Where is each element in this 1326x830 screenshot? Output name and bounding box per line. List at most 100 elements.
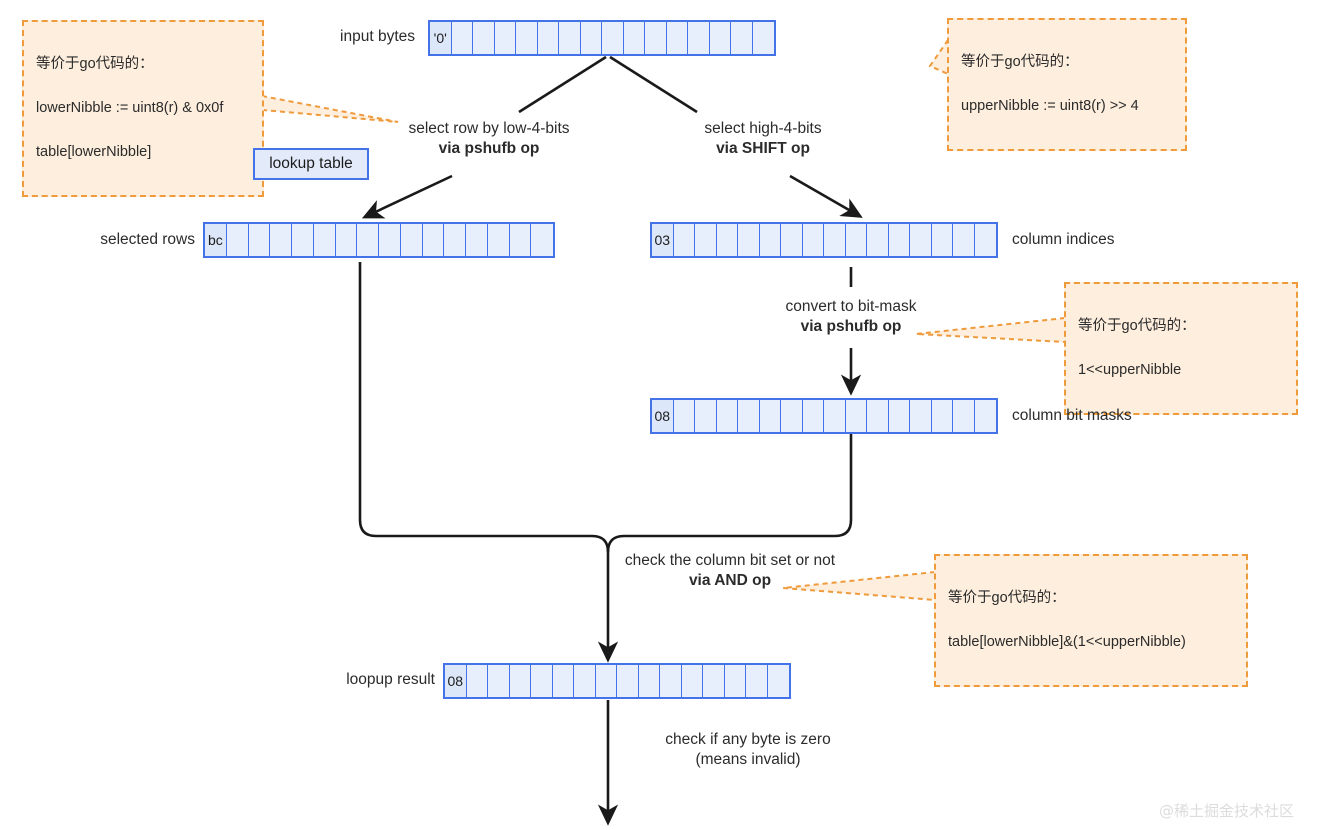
byte-cell bbox=[681, 665, 703, 697]
byte-cell bbox=[466, 665, 488, 697]
byte-cell bbox=[509, 224, 532, 256]
byte-cell bbox=[400, 224, 423, 256]
byte-cell bbox=[910, 224, 932, 256]
step-convert-bitmask-line2: via pshufb op bbox=[800, 318, 902, 335]
byte-cell bbox=[695, 400, 717, 432]
byte-cell bbox=[451, 22, 473, 54]
byte-cell bbox=[248, 224, 271, 256]
byte-cell bbox=[638, 665, 660, 697]
byte-cell bbox=[617, 665, 639, 697]
lookup-table-label: lookup table bbox=[269, 155, 353, 172]
step-check-bit: check the column bit set or not via AND … bbox=[615, 551, 845, 591]
byte-cell bbox=[516, 22, 538, 54]
byte-cell bbox=[767, 665, 789, 697]
byte-cell bbox=[673, 400, 695, 432]
byte-cell bbox=[695, 224, 717, 256]
byte-cell bbox=[357, 224, 379, 256]
byte-cell bbox=[802, 400, 824, 432]
byte-cell bbox=[716, 224, 738, 256]
byte-cell bbox=[688, 22, 710, 54]
step-select-low: select row by low-4-bits via pshufb op bbox=[378, 119, 600, 159]
callout-and-op-line1: 等价于go代码的： bbox=[948, 590, 1066, 606]
loopup-result-label: loopup result bbox=[346, 671, 435, 688]
byte-cell bbox=[910, 400, 932, 432]
byte-cell bbox=[595, 665, 617, 697]
byte-cell bbox=[531, 224, 553, 256]
step-select-high-line2: via SHIFT op bbox=[716, 140, 810, 157]
byte-cell bbox=[552, 665, 574, 697]
byte-cell bbox=[953, 224, 975, 256]
byte-cell-0: 03 bbox=[652, 224, 674, 256]
byte-cell bbox=[422, 224, 445, 256]
byte-cell bbox=[673, 224, 695, 256]
callout-shift-one: 等价于go代码的： 1<<upperNibble bbox=[1064, 282, 1298, 415]
loopup-result-strip: 08 bbox=[443, 663, 791, 699]
byte-cell bbox=[559, 22, 581, 54]
byte-cell bbox=[888, 400, 910, 432]
selected-rows-label: selected rows bbox=[100, 231, 195, 248]
byte-cell bbox=[953, 400, 975, 432]
byte-cell bbox=[802, 224, 824, 256]
step-check-zero-line2: (means invalid) bbox=[695, 751, 801, 768]
byte-cell bbox=[746, 665, 768, 697]
callout-and-op: 等价于go代码的： table[lowerNibble]&(1<<upperNi… bbox=[934, 554, 1248, 687]
byte-cell bbox=[574, 665, 596, 697]
byte-cell bbox=[931, 400, 953, 432]
byte-cell bbox=[703, 665, 725, 697]
callout-upper-nibble: 等价于go代码的： upperNibble := uint8(r) >> 4 bbox=[947, 18, 1187, 151]
step-select-high: select high-4-bits via SHIFT op bbox=[657, 119, 869, 159]
byte-cell bbox=[867, 400, 889, 432]
lookup-table-box: lookup table bbox=[253, 148, 369, 180]
step-select-low-line1: select row by low-4-bits bbox=[408, 120, 570, 137]
byte-cell bbox=[974, 224, 996, 256]
column-indices-strip: 03 bbox=[650, 222, 998, 258]
byte-cell bbox=[724, 665, 746, 697]
callout-shift-one-line2: 1<<upperNibble bbox=[1078, 362, 1182, 378]
byte-cell bbox=[759, 400, 781, 432]
byte-cell bbox=[759, 224, 781, 256]
byte-cell bbox=[888, 224, 910, 256]
step-convert-bitmask: convert to bit-mask via pshufb op bbox=[742, 297, 960, 337]
step-select-high-line1: select high-4-bits bbox=[704, 120, 822, 137]
step-check-bit-line2: via AND op bbox=[688, 572, 772, 589]
byte-cell bbox=[487, 224, 510, 256]
input-bytes-label: input bytes bbox=[340, 28, 415, 45]
byte-cell bbox=[580, 22, 602, 54]
byte-cell bbox=[226, 224, 249, 256]
column-bit-masks-label: column bit masks bbox=[1012, 407, 1132, 424]
watermark: @稀土掘金技术社区 bbox=[1159, 802, 1295, 820]
byte-cell bbox=[752, 22, 774, 54]
byte-cell bbox=[466, 224, 488, 256]
callout-and-op-line2: table[lowerNibble]&(1<<upperNibble) bbox=[948, 634, 1186, 650]
byte-cell bbox=[379, 224, 401, 256]
byte-cell-0: 08 bbox=[445, 665, 467, 697]
callout-shift-one-line1: 等价于go代码的： bbox=[1078, 318, 1196, 334]
byte-cell bbox=[531, 665, 553, 697]
byte-cell-0: bc bbox=[205, 224, 227, 256]
byte-cell bbox=[781, 400, 803, 432]
byte-cell bbox=[509, 665, 531, 697]
byte-cell bbox=[473, 22, 495, 54]
step-check-bit-line1: check the column bit set or not bbox=[624, 552, 836, 569]
byte-cell bbox=[488, 665, 510, 697]
byte-cell bbox=[824, 400, 846, 432]
callout-lower-nibble-line1: 等价于go代码的： bbox=[36, 56, 154, 72]
column-bit-masks-strip: 08 bbox=[650, 398, 998, 434]
callout-lower-nibble-line3: table[lowerNibble] bbox=[36, 144, 152, 160]
byte-cell bbox=[313, 224, 336, 256]
byte-cell bbox=[931, 224, 953, 256]
byte-cell bbox=[738, 400, 760, 432]
byte-cell bbox=[781, 224, 803, 256]
byte-cell bbox=[845, 400, 867, 432]
callout-lower-nibble-line2: lowerNibble := uint8(r) & 0x0f bbox=[36, 100, 224, 116]
callout-lower-nibble: 等价于go代码的： lowerNibble := uint8(r) & 0x0f… bbox=[22, 20, 264, 197]
byte-cell bbox=[623, 22, 645, 54]
byte-cell bbox=[824, 224, 846, 256]
column-indices-label: column indices bbox=[1012, 231, 1115, 248]
byte-cell bbox=[867, 224, 889, 256]
step-select-low-line2: via pshufb op bbox=[438, 140, 540, 157]
step-check-zero-line1: check if any byte is zero bbox=[665, 731, 831, 748]
byte-cell bbox=[537, 22, 559, 54]
byte-cell-0: '0' bbox=[430, 22, 452, 54]
